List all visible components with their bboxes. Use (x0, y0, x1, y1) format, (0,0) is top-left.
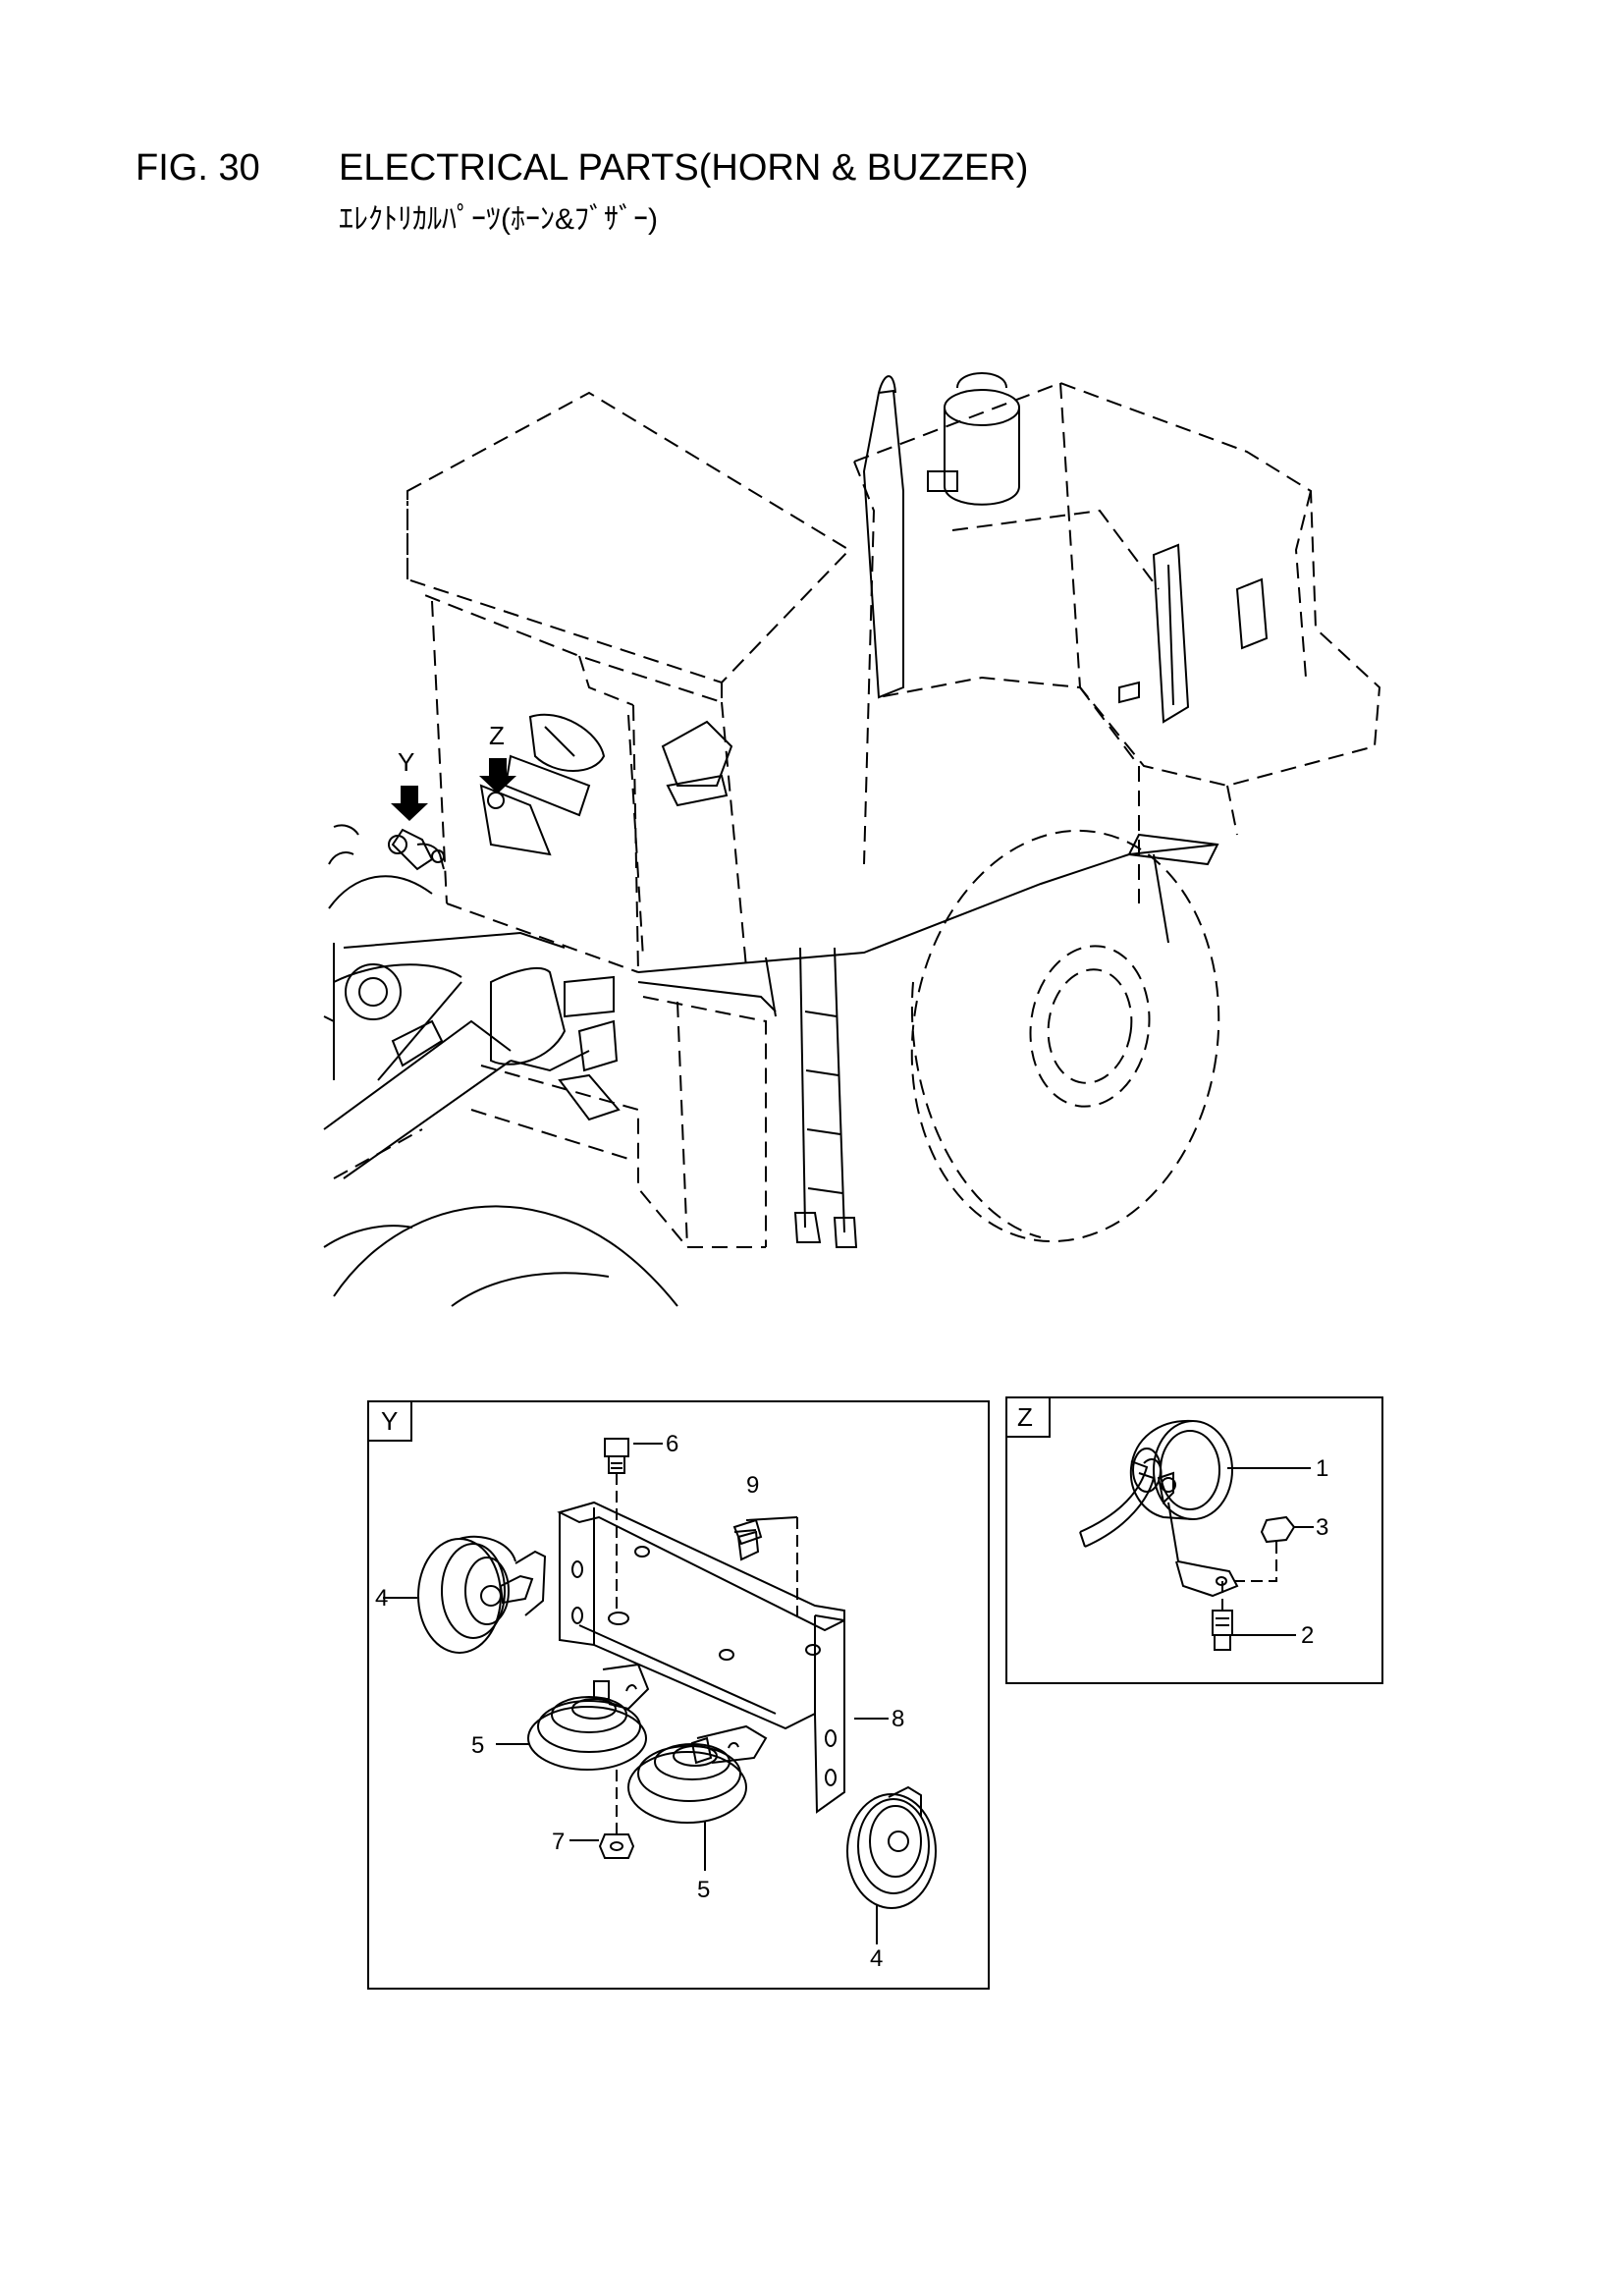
callout-arrow-y (391, 786, 428, 821)
part-label-5-upper: 5 (471, 1732, 484, 1759)
part-label-8: 8 (892, 1706, 904, 1732)
callout-arrow-z (479, 758, 516, 793)
detail-y-panel (367, 1400, 990, 1990)
part-label-6: 6 (666, 1431, 678, 1457)
detail-z-label: Z (1017, 1402, 1033, 1432)
part-label-7: 7 (552, 1829, 565, 1855)
callout-label-z: Z (489, 721, 505, 750)
part-label-5-lower: 5 (697, 1877, 710, 1903)
part-label-1: 1 (1316, 1455, 1328, 1482)
part-label-9: 9 (746, 1472, 759, 1499)
part-label-2: 2 (1301, 1622, 1314, 1649)
figure-subtitle: ｴﾚｸﾄﾘｶﾙﾊﾟｰﾂ(ﾎｰﾝ&ﾌﾞｻﾞｰ) (339, 203, 658, 236)
loader-overview (323, 372, 1381, 1307)
detail-z-panel (1005, 1396, 1383, 1684)
figure-title: ELECTRICAL PARTS(HORN & BUZZER) (339, 147, 1029, 189)
figure-number: FIG. 30 (135, 147, 260, 189)
detail-z-drawing (1079, 1419, 1314, 1651)
part-label-4-left: 4 (375, 1585, 388, 1612)
part-label-4-right: 4 (870, 1945, 883, 1972)
part-label-3: 3 (1316, 1514, 1328, 1541)
detail-y-label: Y (381, 1406, 398, 1436)
callout-label-y: Y (398, 747, 414, 777)
detail-y-drawing (383, 1438, 937, 1944)
